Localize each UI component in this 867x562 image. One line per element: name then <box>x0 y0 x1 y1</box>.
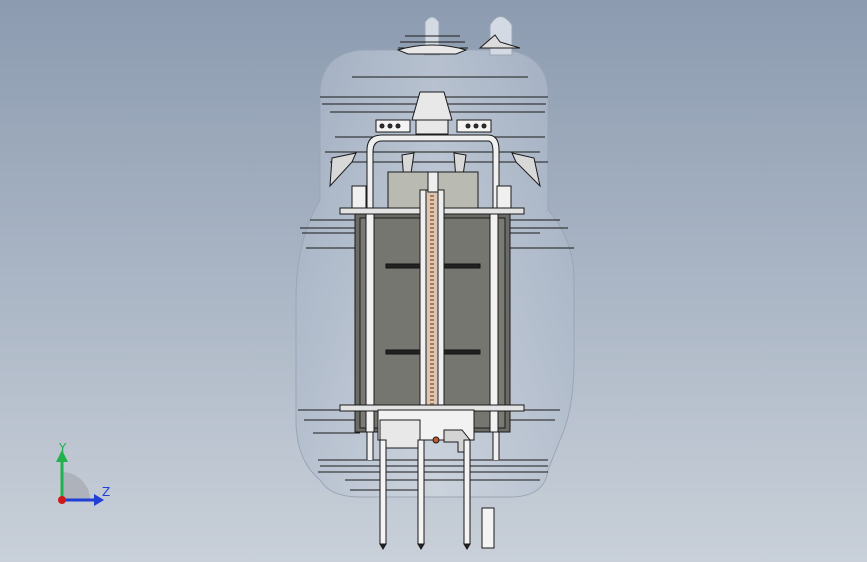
lead-pins <box>379 439 495 550</box>
support-frame <box>366 134 500 460</box>
y-axis-arrowhead-icon <box>56 450 68 462</box>
x-axis-origin-icon <box>58 496 66 504</box>
triad-y-label: Y <box>59 441 67 455</box>
inner-rods <box>365 213 499 433</box>
triad-plane-icon <box>62 472 90 500</box>
coordinate-triad-icon[interactable] <box>40 442 120 522</box>
z-axis-arrowhead-icon <box>94 494 104 506</box>
top-mica <box>375 119 492 133</box>
getter-cup <box>396 34 521 135</box>
cathode-filament <box>419 171 445 421</box>
triad-z-label: Z <box>102 485 111 499</box>
